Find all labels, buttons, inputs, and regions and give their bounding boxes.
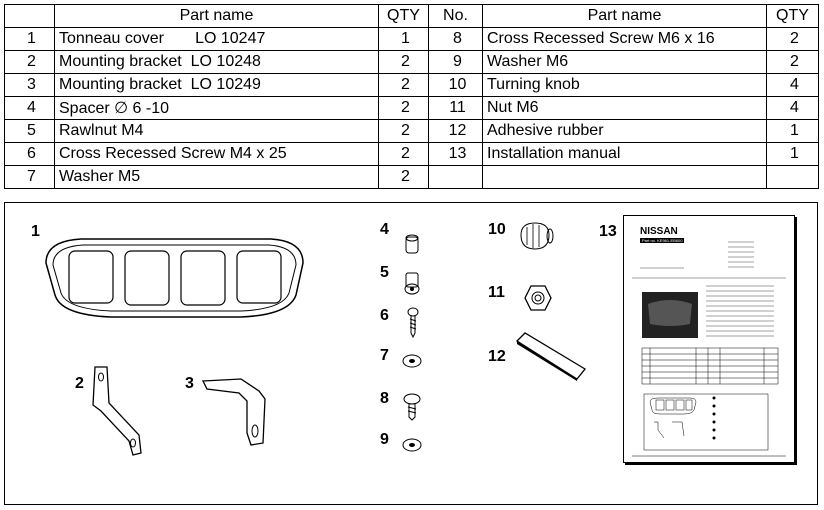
row-number-2: 8 (428, 27, 483, 51)
manual-brand: NISSAN (640, 226, 678, 237)
part-qty: 2 (378, 50, 429, 74)
part-qty-2: 1 (766, 119, 819, 143)
screw-m6-drawing (403, 393, 421, 421)
part-qty-2: 4 (766, 73, 819, 97)
header-no: No. (428, 4, 483, 28)
washer-m6-drawing (402, 438, 422, 452)
part-qty-2 (766, 165, 819, 189)
part-qty: 2 (378, 119, 429, 143)
row-number-2: 9 (428, 50, 483, 74)
parts-diagram: 1 2 3 4 5 6 7 8 9 10 11 12 13 (4, 202, 818, 505)
row-number-2 (428, 165, 483, 189)
label-10: 10 (488, 221, 506, 238)
part-name-2: Cross Recessed Screw M6 x 16 (482, 27, 767, 51)
manual-part-no: Part no. KE961-EB600 (640, 238, 685, 243)
part-qty: 1 (378, 27, 429, 51)
part-name: Washer M5 (54, 165, 379, 189)
part-qty-2: 2 (766, 27, 819, 51)
part-qty-2: 1 (766, 142, 819, 166)
screw-m4-drawing (407, 307, 419, 339)
part-name: Rawlnut M4 (54, 119, 379, 143)
tonneau-cover-drawing (45, 238, 304, 318)
label-4: 4 (380, 221, 389, 238)
part-qty: 2 (378, 142, 429, 166)
header-part-name: Part name (54, 4, 379, 28)
part-qty: 2 (378, 73, 429, 97)
row-number-2: 10 (428, 73, 483, 97)
part-qty: 2 (378, 96, 429, 120)
part-qty-2: 2 (766, 50, 819, 74)
label-11: 11 (488, 284, 505, 301)
label-8: 8 (380, 390, 389, 407)
label-5: 5 (380, 264, 389, 281)
manual-page-content (632, 241, 786, 457)
mounting-bracket-2-drawing (92, 366, 142, 456)
row-number: 5 (4, 119, 55, 143)
row-number: 7 (4, 165, 55, 189)
row-number: 3 (4, 73, 55, 97)
part-name: Mounting bracket LO 10249 (54, 73, 379, 97)
label-2: 2 (75, 375, 84, 392)
table-header-row: Part name QTY No. Part name QTY (4, 4, 819, 28)
part-qty-2: 4 (766, 96, 819, 120)
label-9: 9 (380, 431, 389, 448)
part-name: Tonneau cover LO 10247 (54, 27, 379, 51)
mounting-bracket-3-drawing (201, 378, 266, 446)
row-number: 6 (4, 142, 55, 166)
part-name: Mounting bracket LO 10248 (54, 50, 379, 74)
part-name-2: Installation manual (482, 142, 767, 166)
row-number: 1 (4, 27, 55, 51)
spacer-drawing (405, 234, 419, 254)
part-name-2 (482, 165, 767, 189)
part-name-2: Nut M6 (482, 96, 767, 120)
row-number-2: 13 (428, 142, 483, 166)
installation-manual-thumbnail: NISSAN Part no. KE961-EB600 (623, 215, 795, 463)
header-part-name-2: Part name (482, 4, 767, 28)
part-qty: 2 (378, 165, 429, 189)
label-12: 12 (488, 348, 506, 365)
part-name-2: Turning knob (482, 73, 767, 97)
turning-knob-drawing (520, 222, 554, 250)
nut-m6-drawing (524, 285, 552, 311)
part-name: Cross Recessed Screw M4 x 25 (54, 142, 379, 166)
label-6: 6 (380, 307, 389, 324)
label-7: 7 (380, 347, 389, 364)
row-number-2: 12 (428, 119, 483, 143)
row-number: 2 (4, 50, 55, 74)
label-13: 13 (599, 223, 617, 240)
adhesive-rubber-drawing (515, 332, 586, 381)
label-3: 3 (185, 375, 194, 392)
header-blank (4, 4, 55, 28)
rawlnut-drawing (404, 272, 420, 295)
header-qty: QTY (378, 4, 429, 28)
washer-m5-drawing (402, 354, 422, 368)
part-name: Spacer ∅ 6 -10 (54, 96, 379, 120)
header-qty-2: QTY (766, 4, 819, 28)
row-number-2: 11 (428, 96, 483, 120)
part-name-2: Washer M6 (482, 50, 767, 74)
row-number: 4 (4, 96, 55, 120)
label-1: 1 (31, 223, 40, 240)
part-name-2: Adhesive rubber (482, 119, 767, 143)
